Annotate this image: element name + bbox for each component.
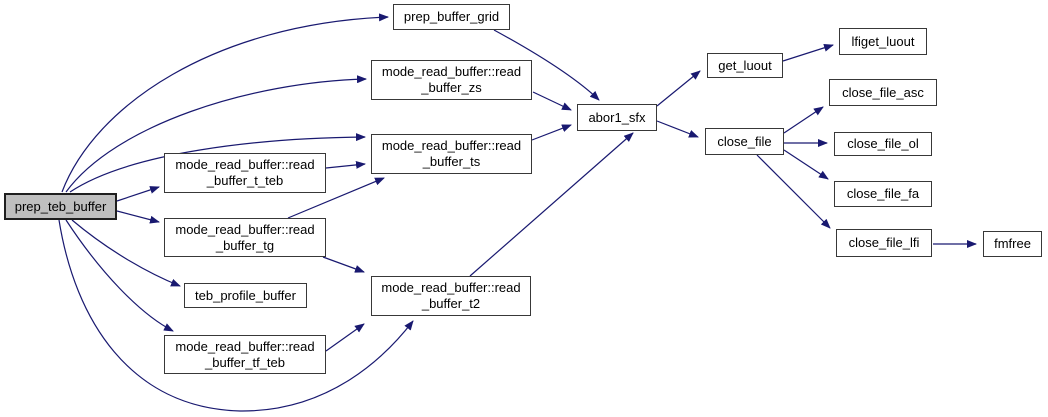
node-label-line: abor1_sfx <box>588 109 646 125</box>
node-get-luout[interactable]: get_luout <box>707 53 783 78</box>
edge-prep_teb_buffer-read_buffer_t_teb <box>116 186 160 202</box>
edge-read_buffer_tf_teb-read_buffer_t2 <box>325 323 365 352</box>
edge-prep_buffer_grid-abor1_sfx <box>493 29 600 101</box>
node-label-line: prep_teb_buffer <box>14 198 107 214</box>
edge-prep_teb_buffer-read_buffer_tf_teb <box>65 219 174 332</box>
node-label-line: teb_profile_buffer <box>195 287 296 303</box>
node-abor1-sfx[interactable]: abor1_sfx <box>577 104 657 131</box>
node-label-line: prep_buffer_grid <box>403 9 500 24</box>
node-read-buffer-t-teb[interactable]: mode_read_buffer::read _buffer_t_teb <box>164 153 326 193</box>
edge-read_buffer_tg-read_buffer_ts <box>287 177 385 219</box>
node-prep-buffer-grid[interactable]: prep_buffer_grid <box>393 4 510 30</box>
edge-close_file-close_file_asc <box>783 106 824 134</box>
node-label-line: mode_read_buffer::read <box>381 64 522 79</box>
edge-abor1_sfx-get_luout <box>656 70 701 107</box>
edge-prep_teb_buffer-read_buffer_tg <box>116 210 160 224</box>
node-label-line: close_file_ol <box>847 136 919 151</box>
node-label-line: _buffer_tf_teb <box>205 354 285 370</box>
edge-read_buffer_zs-abor1_sfx <box>532 91 572 111</box>
node-label-line: _buffer_ts <box>422 154 481 169</box>
node-close-file-fa[interactable]: close_file_fa <box>834 181 932 207</box>
node-label-line: fmfree <box>994 236 1031 251</box>
node-label-line: _buffer_zs <box>421 80 482 95</box>
node-label-line: lfiget_luout <box>851 33 915 49</box>
node-close-file-asc[interactable]: close_file_asc <box>829 79 937 106</box>
node-close-file-ol[interactable]: close_file_ol <box>834 132 932 156</box>
node-label-line: close_file <box>717 133 772 149</box>
edge-prep_teb_buffer-teb_profile_buffer <box>71 219 181 287</box>
node-label-line: mode_read_buffer::read <box>175 221 315 237</box>
edge-read_buffer_ts-abor1_sfx <box>531 124 572 141</box>
node-label-line: _buffer_tg <box>215 237 275 253</box>
node-label-line: close_file_fa <box>846 186 920 201</box>
edge-get_luout-lfiget_luout <box>782 43 834 62</box>
edge-read_buffer_t2-abor1_sfx <box>469 132 634 277</box>
edge-prep_teb_buffer-read_buffer_ts <box>69 133 366 193</box>
edge-prep_teb_buffer-read_buffer_t2 <box>58 219 414 412</box>
node-label-line: mode_read_buffer::read <box>175 338 315 354</box>
node-label-line: mode_read_buffer::read <box>381 138 522 153</box>
node-label-line: close_file_lfi <box>848 235 920 250</box>
edge-close_file-close_file_fa <box>783 149 829 180</box>
node-close-file[interactable]: close_file <box>705 128 784 155</box>
node-read-buffer-tf-teb[interactable]: mode_read_buffer::read _buffer_tf_teb <box>164 335 326 374</box>
node-fmfree[interactable]: fmfree <box>983 231 1042 257</box>
node-lfiget-luout[interactable]: lfiget_luout <box>839 28 927 55</box>
edge-abor1_sfx-close_file <box>656 120 699 138</box>
edge-read_buffer_t_teb-read_buffer_ts <box>325 160 366 169</box>
node-read-buffer-zs[interactable]: mode_read_buffer::read _buffer_zs <box>371 60 532 100</box>
node-teb-profile-buffer[interactable]: teb_profile_buffer <box>184 283 307 308</box>
node-read-buffer-t2[interactable]: mode_read_buffer::read _buffer_t2 <box>371 276 531 316</box>
node-read-buffer-tg[interactable]: mode_read_buffer::read _buffer_tg <box>164 218 326 257</box>
edge-prep_teb_buffer-prep_buffer_grid <box>61 13 389 193</box>
node-read-buffer-ts[interactable]: mode_read_buffer::read _buffer_ts <box>371 134 532 174</box>
node-label-line: mode_read_buffer::read <box>175 157 315 172</box>
node-close-file-lfi[interactable]: close_file_lfi <box>836 229 932 257</box>
node-label-line: _buffer_t2 <box>421 296 481 311</box>
node-label-line: _buffer_t_teb <box>206 173 284 188</box>
node-label-line: mode_read_buffer::read <box>381 280 521 295</box>
node-label-line: get_luout <box>718 57 772 73</box>
edge-close_file_lfi-incoming <box>756 154 831 229</box>
node-label-line: close_file_asc <box>842 84 924 100</box>
edge-prep_teb_buffer-read_buffer_zs <box>65 75 367 193</box>
edge-read_buffer_tg-read_buffer_t2 <box>322 256 365 273</box>
node-prep-teb-buffer: prep_teb_buffer <box>4 193 117 220</box>
